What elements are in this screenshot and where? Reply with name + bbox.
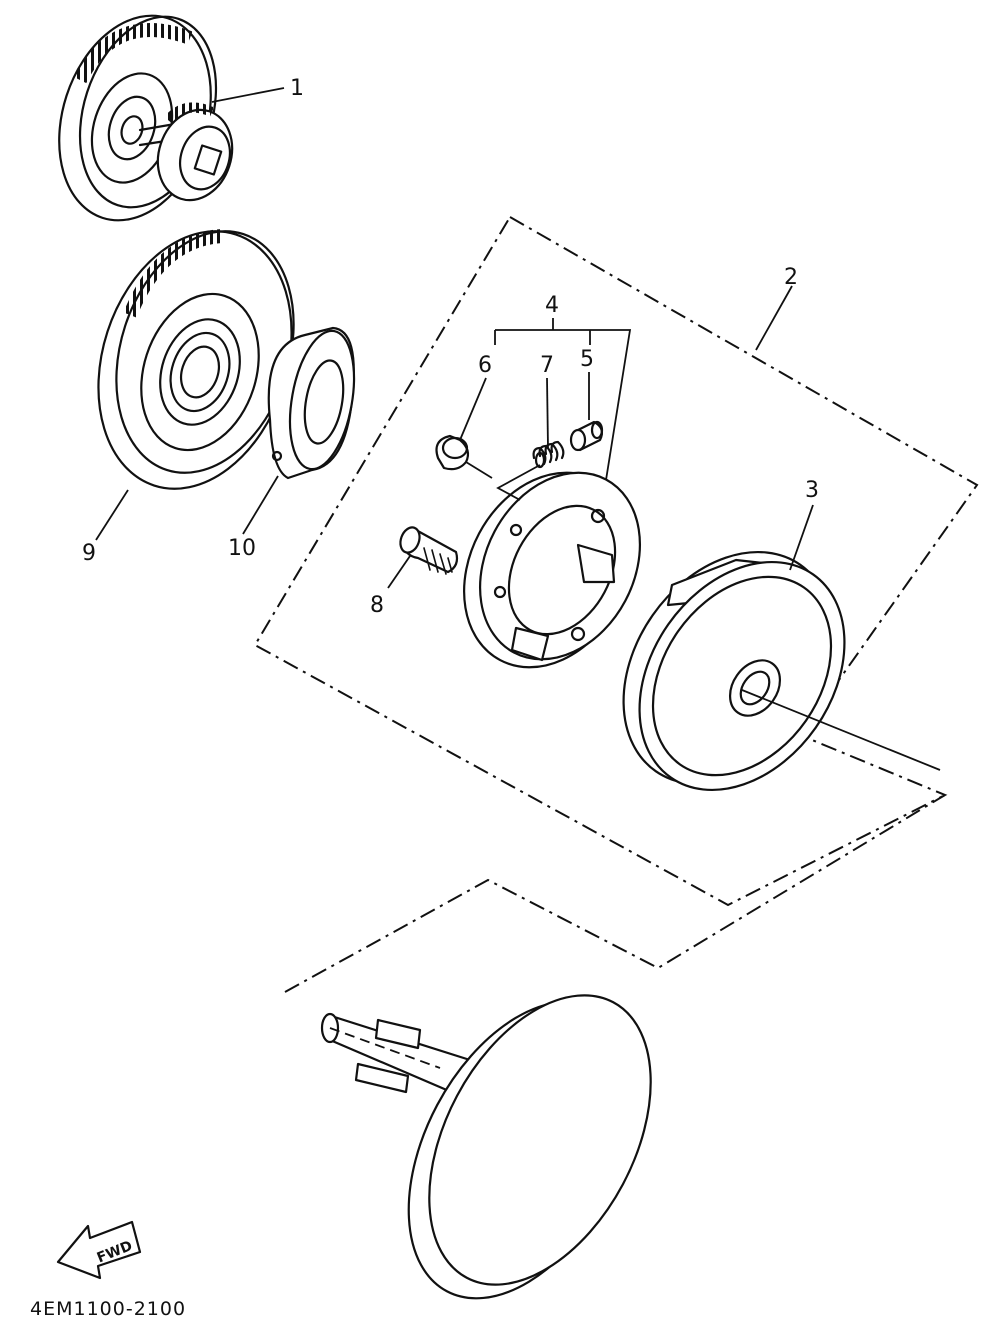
- callout-part-9: 9: [82, 541, 96, 566]
- bushing: [267, 326, 356, 480]
- callout-part-8: 8: [370, 593, 384, 618]
- callout-part-3: 3: [805, 478, 819, 503]
- callout-part-1: 1: [290, 76, 304, 101]
- callout-part-2: 2: [784, 265, 798, 290]
- clutch-housing: [622, 550, 941, 792]
- starter-wheel-gear: [97, 229, 295, 490]
- clutch-spring: [532, 440, 565, 469]
- callout-part-7: 7: [540, 353, 554, 378]
- callout-part-10: 10: [228, 536, 256, 561]
- callout-labels: 1 2 3 4 5 6 7 8 9 10: [82, 76, 819, 618]
- crankshaft: [284, 794, 946, 1300]
- drawing-code: 4EM1100-2100: [30, 1298, 186, 1320]
- callout-part-5: 5: [580, 347, 594, 372]
- spring-cap: [569, 420, 604, 452]
- clutch-bolt: [399, 526, 459, 575]
- leader-lines: [95, 87, 814, 589]
- fwd-arrow: FWD: [56, 1220, 142, 1280]
- one-way-clutch: [463, 471, 642, 669]
- callout-part-6: 6: [478, 353, 492, 378]
- clutch-roller: [435, 434, 470, 471]
- callout-part-4: 4: [545, 293, 559, 318]
- idle-gear: [58, 14, 234, 222]
